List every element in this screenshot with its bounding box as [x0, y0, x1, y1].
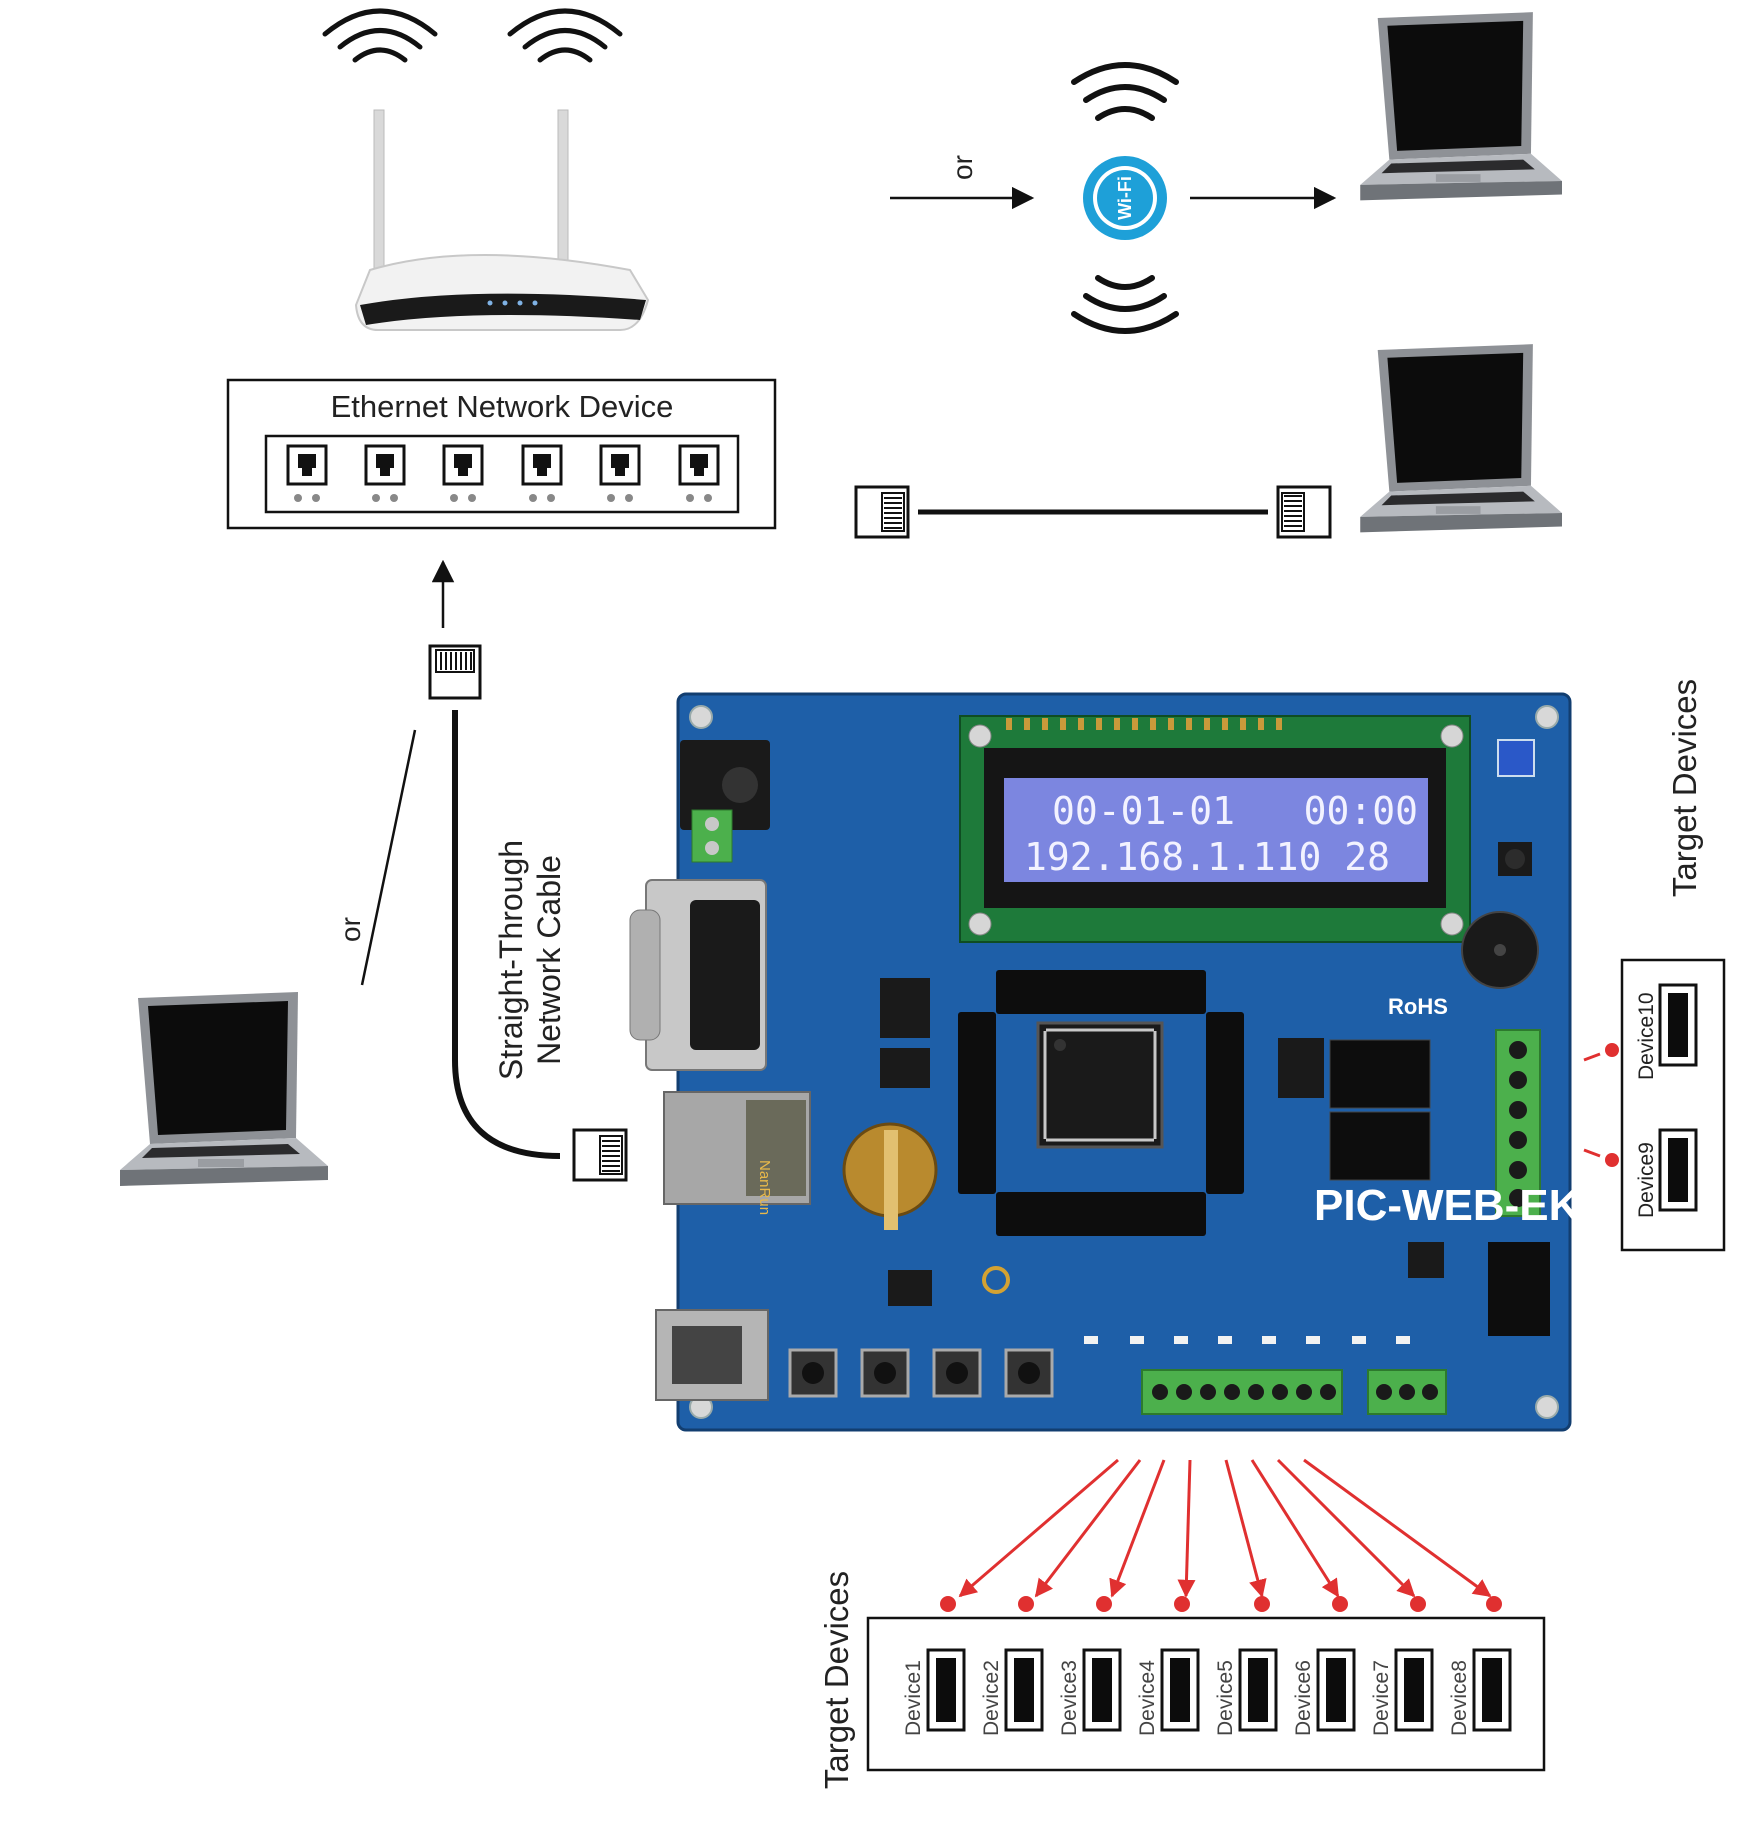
straight-through-cable	[428, 559, 628, 1182]
bottom-connection-arrows	[958, 1458, 1492, 1598]
target-devices-bottom: Device1 Device2 Device3 Device4 Device5 …	[818, 1571, 1546, 1789]
target-devices-right: Device10 Device9 Target Devices	[1620, 679, 1726, 1252]
wifi-badge-label: Wi-Fi	[1115, 176, 1135, 220]
device7-label: Device7	[1370, 1660, 1393, 1736]
bottom-connection-dots	[940, 1596, 1502, 1612]
device6-label: Device6	[1292, 1660, 1315, 1736]
rohs-label: RoHS	[1388, 994, 1448, 1019]
wifi-router-icon	[322, 8, 650, 331]
board-keys	[788, 1348, 1054, 1398]
device3-slot	[1082, 1648, 1122, 1732]
device4-label: Device4	[1136, 1660, 1159, 1736]
lcd-line-2: 192.168.1.110 28	[1024, 835, 1390, 879]
jack-brand: NanRun	[756, 1160, 773, 1215]
cable-label-line2: Network Cable	[531, 855, 567, 1065]
device6-slot	[1316, 1648, 1356, 1732]
right-connection-arrows	[1583, 1043, 1619, 1167]
device4-slot	[1160, 1648, 1200, 1732]
wifi-icon: Wi-Fi	[1071, 62, 1179, 334]
board-name: PIC-WEB-EK	[1314, 1181, 1581, 1230]
or-divider-line	[360, 729, 417, 986]
target-devices-right-title: Target Devices	[1666, 679, 1703, 897]
pic-web-ek-board: NanRun 00-01-01 00:00 192.168.1.110 28	[629, 692, 1581, 1432]
device1-label: Device1	[902, 1660, 925, 1736]
laptop-icon-left	[120, 992, 328, 1186]
ethernet-device-label: Ethernet Network Device	[331, 389, 674, 424]
device1-slot	[926, 1648, 966, 1732]
device3-label: Device3	[1058, 1660, 1081, 1736]
device8-label: Device8	[1448, 1660, 1471, 1736]
laptop-icon-direct	[1360, 344, 1562, 533]
target-devices-bottom-title: Target Devices	[818, 1571, 855, 1789]
or-label-left: or	[335, 917, 366, 942]
device7-slot	[1394, 1648, 1434, 1732]
cable-direct	[854, 485, 1332, 539]
device8-slot	[1472, 1648, 1512, 1732]
device5-label: Device5	[1214, 1660, 1237, 1736]
lcd-line-1: 00-01-01 00:00	[1052, 789, 1418, 833]
cable-label-line1: Straight-Through	[493, 840, 529, 1080]
device2-label: Device2	[980, 1660, 1003, 1736]
device9-slot	[1658, 1128, 1698, 1212]
device5-slot	[1238, 1648, 1278, 1732]
device10-slot	[1658, 983, 1698, 1067]
device10-label: Device10	[1635, 992, 1658, 1080]
device9-label: Device9	[1635, 1142, 1658, 1218]
laptop-icon-wifi	[1360, 12, 1562, 201]
device2-slot	[1004, 1648, 1044, 1732]
or-label-wifi: or	[947, 155, 978, 180]
ethernet-network-device: Ethernet Network Device	[226, 378, 777, 530]
